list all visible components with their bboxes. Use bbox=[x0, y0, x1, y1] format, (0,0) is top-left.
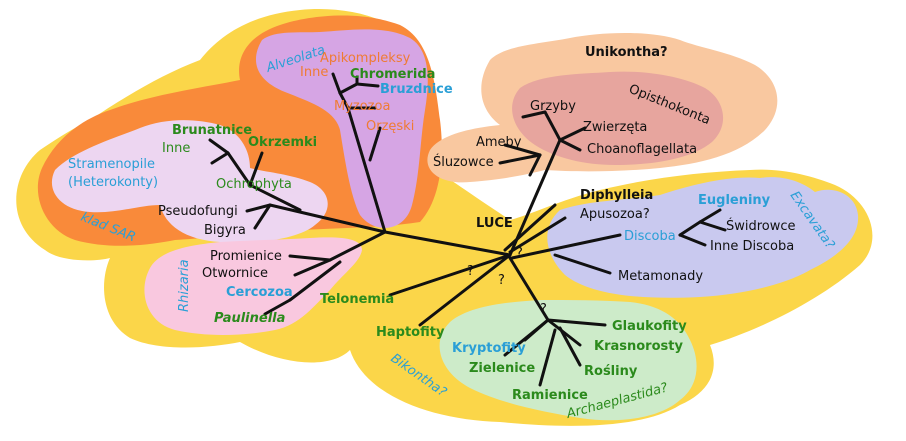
taxon-grzyby: Grzyby bbox=[530, 99, 576, 114]
alveolata-region bbox=[255, 29, 428, 228]
root-label: LUCE bbox=[476, 216, 513, 231]
taxon-myzozoa: Myzozoa bbox=[334, 99, 390, 114]
taxon-pseudofungi: Pseudofungi bbox=[158, 204, 238, 219]
taxon-discoba: Discoba bbox=[624, 229, 676, 244]
taxon-brunatnice: Brunatnice bbox=[172, 123, 252, 138]
taxon-orzeski: Orzęski bbox=[366, 119, 414, 134]
taxon-inne-alveolata: Inne bbox=[300, 65, 328, 80]
group-label-heterokonty: (Heterokonty) bbox=[68, 175, 158, 190]
taxon-glaukofity: Glaukofity bbox=[612, 319, 687, 334]
taxon-inne-stramenopile: Inne bbox=[162, 141, 190, 156]
stramenopile-region bbox=[51, 120, 328, 243]
taxon-kryptofity: Kryptofity bbox=[452, 341, 526, 356]
taxon-bigyra: Bigyra bbox=[204, 223, 246, 238]
taxon-chromerida: Chromerida bbox=[350, 67, 435, 82]
unresolved-marker-1: ? bbox=[467, 264, 474, 279]
taxon-otwornice: Otwornice bbox=[202, 266, 268, 281]
rhizaria-region bbox=[144, 237, 362, 335]
taxon-promienice: Promienice bbox=[210, 249, 282, 264]
taxon-swidrowce: Świdrowce bbox=[726, 218, 796, 234]
tree-branches bbox=[208, 72, 727, 387]
taxon-okrzemki: Okrzemki bbox=[248, 135, 317, 150]
taxon-apikompleksy: Apikompleksy bbox=[320, 51, 411, 66]
unresolved-marker-4: ? bbox=[540, 302, 547, 317]
taxon-rosliny: Rośliny bbox=[584, 364, 638, 379]
taxon-choanoflagellata: Choanoflagellata bbox=[587, 142, 697, 157]
taxon-haptofity: Haptofity bbox=[376, 325, 445, 340]
taxon-paulinella: Paulinella bbox=[214, 311, 285, 326]
group-label-rhizaria: Rhizaria bbox=[177, 259, 192, 312]
taxon-apusozoa: Apusozoa? bbox=[580, 207, 650, 222]
taxon-krasnorosty: Krasnorosty bbox=[594, 339, 683, 354]
taxon-cercozoa: Cercozoa bbox=[226, 285, 293, 300]
taxon-diphylleia: Diphylleia bbox=[580, 188, 653, 203]
taxon-zielenice: Zielenice bbox=[469, 361, 535, 376]
group-label-stramenopile: Stramenopile bbox=[68, 157, 155, 172]
taxon-telonemia: Telonemia bbox=[320, 292, 394, 307]
excavata-region bbox=[547, 177, 859, 298]
unresolved-marker-3: ? bbox=[516, 246, 523, 261]
group-label-unikontha: Unikontha? bbox=[585, 45, 668, 60]
taxon-ameby: Ameby bbox=[476, 135, 522, 150]
taxon-eugleniny: Eugleniny bbox=[698, 193, 771, 208]
taxon-sluzowce: Śluzowce bbox=[433, 154, 494, 170]
taxon-bruzdnice: Bruzdnice bbox=[380, 82, 453, 97]
taxon-inne-discoba: Inne Discoba bbox=[710, 239, 794, 254]
taxon-ramienice: Ramienice bbox=[512, 388, 588, 403]
archaeplastida-region bbox=[439, 300, 697, 421]
taxon-metamonady: Metamonady bbox=[618, 269, 703, 284]
unresolved-marker-2: ? bbox=[498, 273, 505, 288]
taxon-ochrophyta: Ochrophyta bbox=[216, 177, 292, 192]
taxon-zwierzeta: Zwierzęta bbox=[583, 120, 647, 135]
